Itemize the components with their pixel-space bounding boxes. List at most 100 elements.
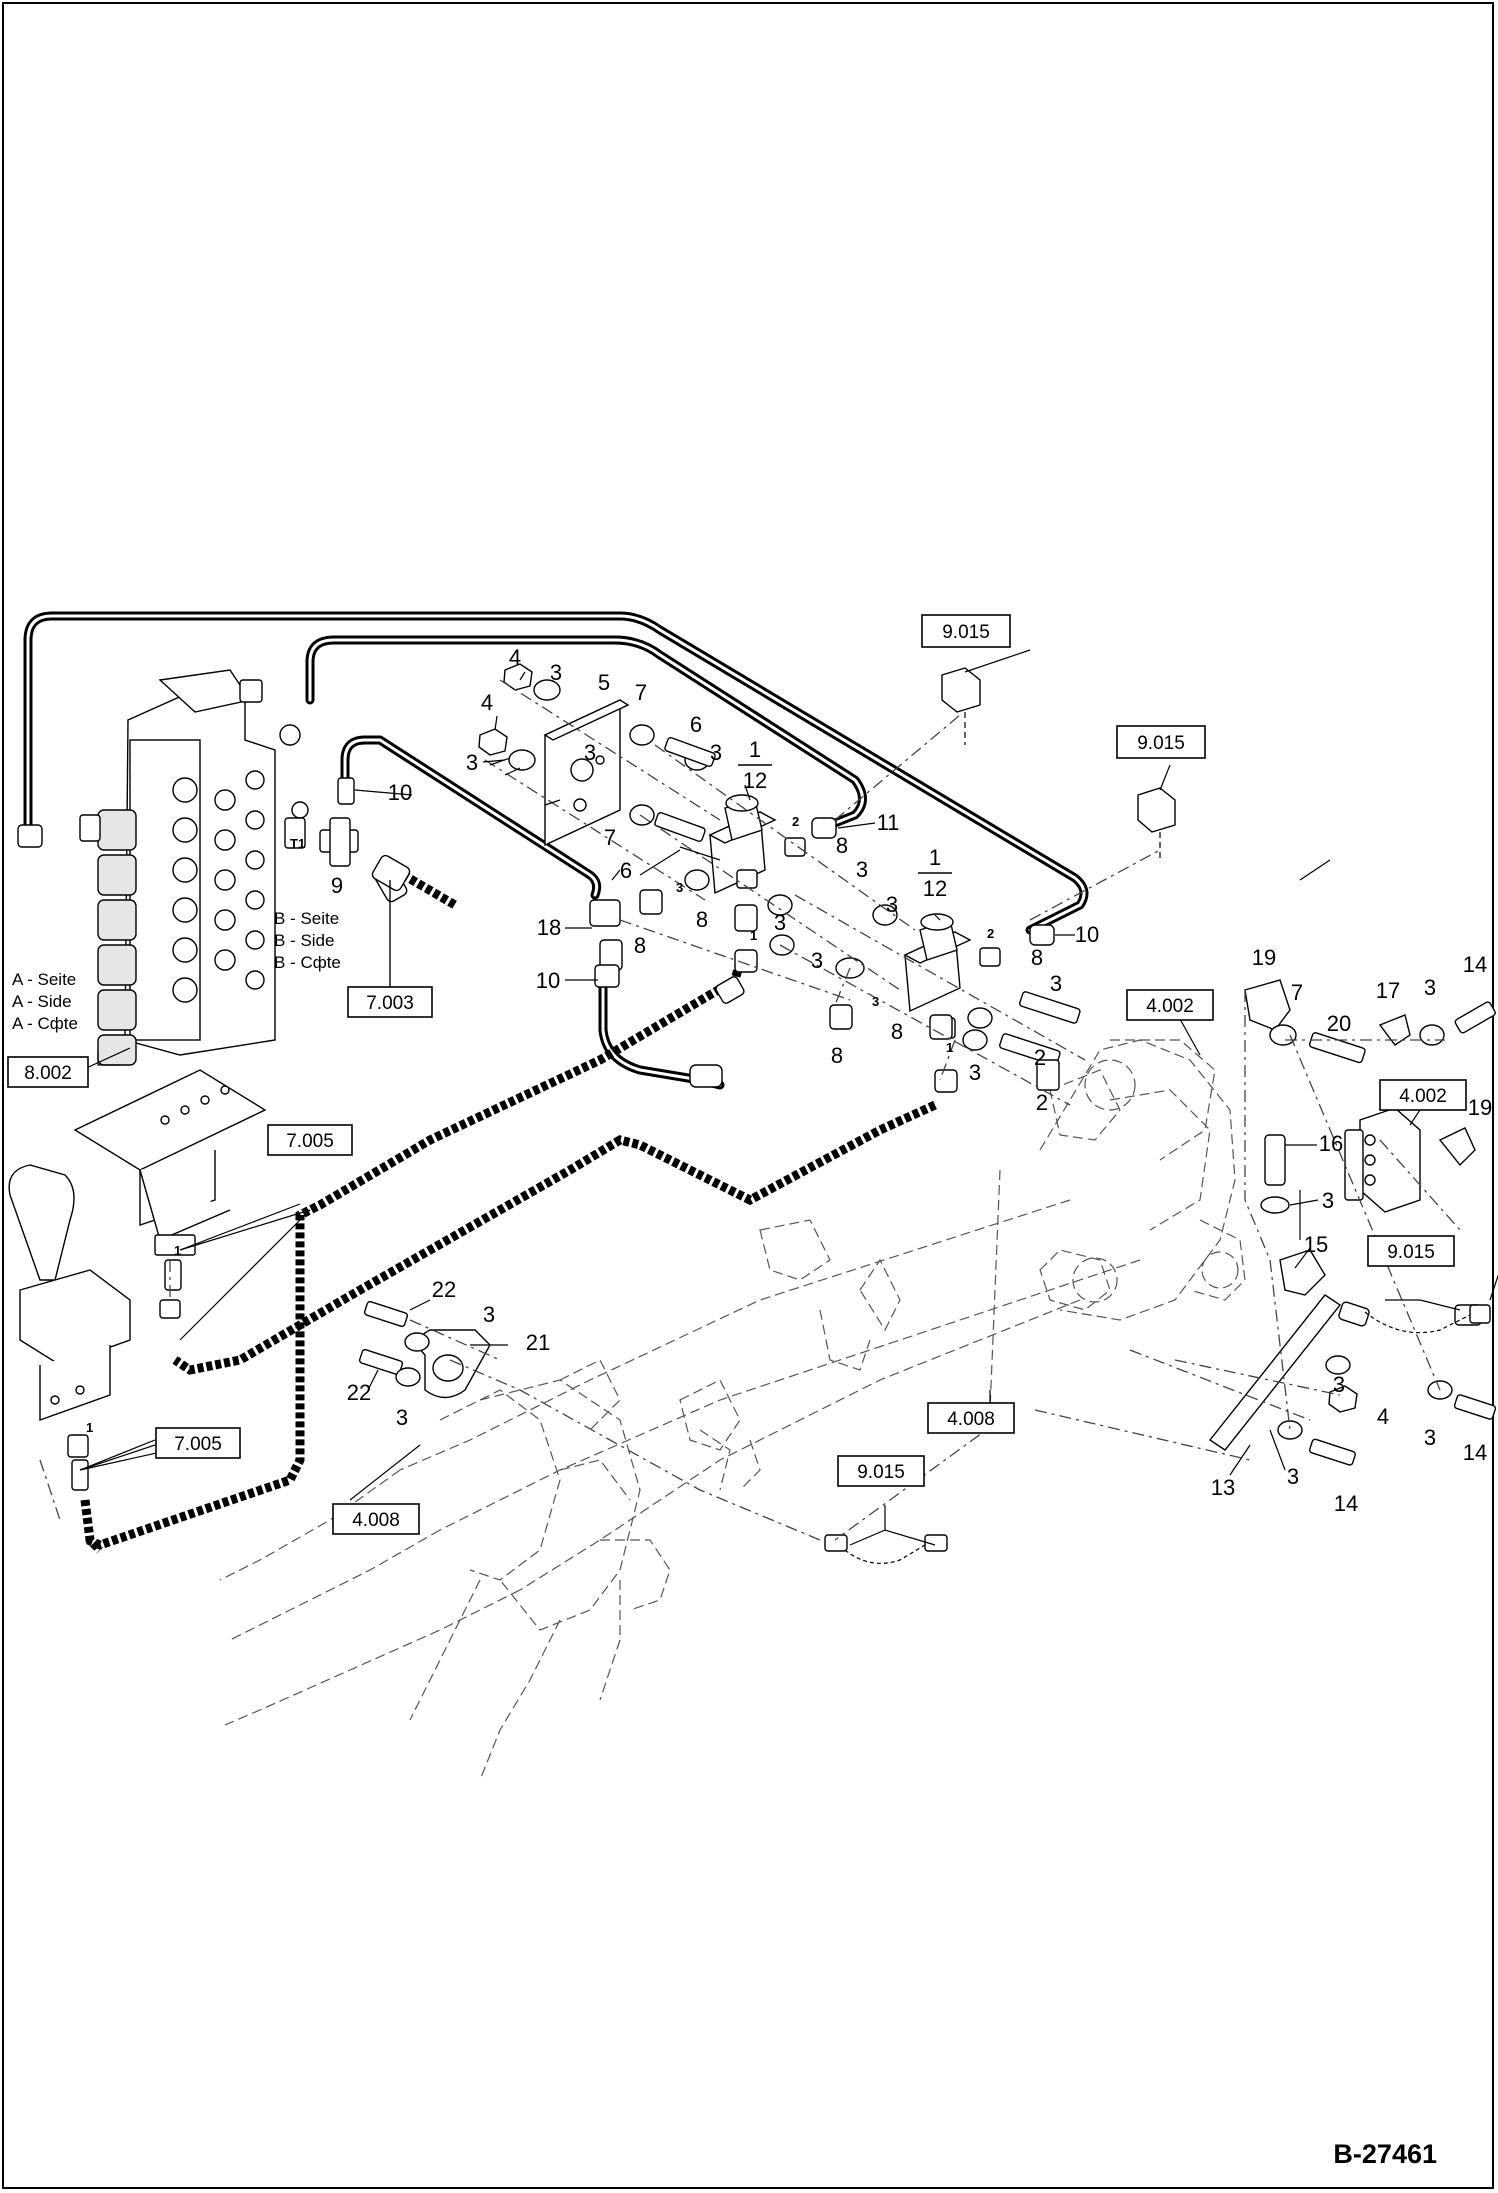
ref-box-7003: 7.003 (347, 986, 433, 1018)
svg-text:3: 3 (856, 857, 868, 882)
svg-text:7.005: 7.005 (286, 1131, 334, 1152)
svg-text:14: 14 (1334, 1491, 1358, 1516)
foot-pedal (73, 1069, 267, 1291)
svg-text:9: 9 (331, 873, 343, 898)
ref-box-4008-mid: 4.008 (927, 1402, 1015, 1434)
ref-box-9015-mid: 9.015 (1116, 725, 1206, 759)
item-callouts: 1 12 1 12 2 2 3 3 3 3 3 3 3 3 3 3 3 3 3 … (331, 645, 1492, 1516)
hose-end-7003 (371, 854, 411, 990)
svg-text:2: 2 (792, 814, 799, 829)
svg-text:8: 8 (836, 833, 848, 858)
svg-text:1: 1 (86, 1420, 93, 1435)
boom-outline (219, 1039, 1246, 1781)
svg-text:4: 4 (481, 690, 493, 715)
svg-text:1: 1 (946, 1040, 953, 1055)
ref-box-9015-bottom: 9.015 (837, 1455, 925, 1487)
svg-text:8: 8 (634, 933, 646, 958)
svg-text:3: 3 (466, 750, 478, 775)
svg-text:3: 3 (550, 660, 562, 685)
svg-text:7.003: 7.003 (366, 993, 414, 1014)
svg-text:8: 8 (831, 1043, 843, 1068)
plate-hardware (478, 663, 716, 891)
svg-text:4.008: 4.008 (947, 1409, 995, 1430)
svg-text:16: 16 (1319, 1131, 1343, 1156)
ref-box-8002: 8.002 (7, 1056, 89, 1088)
svg-text:17: 17 (1376, 978, 1400, 1003)
svg-text:4.002: 4.002 (1399, 1086, 1447, 1107)
ref-box-7005-upper: 7.005 (267, 1124, 353, 1156)
svg-text:20: 20 (1327, 1011, 1351, 1036)
svg-text:3: 3 (1050, 971, 1062, 996)
svg-text:1: 1 (174, 1243, 181, 1258)
ref-box-9015-top: 9.015 (921, 614, 1011, 648)
svg-text:A - Cфte: A - Cфte (12, 1014, 78, 1033)
svg-text:22: 22 (432, 1277, 456, 1302)
svg-text:13: 13 (1211, 1475, 1235, 1500)
side-legend: A - Seite A - Side A - Cфte B - Seite B … (12, 909, 341, 1033)
svg-text:3: 3 (584, 740, 596, 765)
ref-box-7005-lower: 7.005 (155, 1427, 241, 1459)
svg-text:7: 7 (1291, 980, 1303, 1005)
svg-text:6: 6 (690, 712, 702, 737)
svg-text:4.002: 4.002 (1146, 996, 1194, 1017)
svg-text:14: 14 (1463, 952, 1487, 977)
svg-text:12: 12 (923, 876, 947, 901)
svg-text:9.015: 9.015 (1137, 733, 1185, 754)
solenoid-plugs (824, 667, 1491, 1564)
svg-text:11: 11 (877, 810, 900, 835)
assembly-lines (39, 679, 1461, 1541)
svg-text:9.015: 9.015 (857, 1462, 905, 1483)
ref-box-4008-left: 4.008 (332, 1503, 420, 1535)
hydraulic-hoses (23, 611, 1089, 1090)
svg-text:3: 3 (396, 1405, 408, 1430)
right-brackets (1244, 979, 1496, 1327)
svg-text:3: 3 (1424, 1425, 1436, 1450)
svg-text:7.005: 7.005 (174, 1434, 222, 1455)
svg-text:6: 6 (620, 858, 632, 883)
ref-box-9015-right: 9.015 (1367, 1235, 1455, 1267)
control-valve-block (17, 669, 309, 1066)
svg-text:9.015: 9.015 (942, 622, 990, 643)
svg-text:12: 12 (743, 768, 767, 793)
solenoid-valve-upper (708, 794, 837, 895)
callout-leaders (354, 671, 1319, 1476)
ref-box-4002-upper: 4.002 (1126, 989, 1214, 1021)
svg-text:2: 2 (1034, 1045, 1046, 1070)
svg-text:3: 3 (676, 880, 683, 895)
svg-text:A - Seite: A - Seite (12, 970, 76, 989)
svg-text:5: 5 (598, 670, 610, 695)
svg-text:19: 19 (1468, 1095, 1492, 1120)
svg-text:19: 19 (1252, 945, 1276, 970)
svg-text:7: 7 (635, 680, 647, 705)
svg-text:T1: T1 (290, 836, 305, 851)
svg-text:1: 1 (749, 737, 761, 762)
svg-text:7: 7 (604, 825, 616, 850)
solenoid-valve-lower (903, 913, 1055, 1039)
svg-text:21: 21 (526, 1330, 550, 1355)
svg-text:3: 3 (886, 892, 898, 917)
svg-text:3: 3 (811, 948, 823, 973)
valve-fittings (589, 889, 958, 1093)
svg-text:10: 10 (1075, 922, 1099, 947)
port-labels: T1 2 2 3 3 1 1 1 1 (86, 814, 994, 1435)
lower-valve-hardware (767, 894, 1081, 1091)
svg-text:8.002: 8.002 (24, 1063, 72, 1084)
svg-text:3: 3 (1322, 1188, 1334, 1213)
svg-text:A - Side: A - Side (12, 992, 72, 1011)
svg-text:8: 8 (1031, 945, 1043, 970)
drawing-number: B-27461 (1333, 2139, 1437, 2169)
svg-text:14: 14 (1463, 1440, 1487, 1465)
mounting-plate (543, 698, 630, 847)
svg-text:B - Seite: B - Seite (274, 909, 339, 928)
svg-text:3: 3 (872, 994, 879, 1009)
svg-text:1: 1 (750, 928, 757, 943)
svg-text:3: 3 (1287, 1464, 1299, 1489)
svg-text:4.008: 4.008 (352, 1510, 400, 1531)
svg-text:2: 2 (987, 926, 994, 941)
svg-text:4: 4 (1377, 1404, 1389, 1429)
svg-text:10: 10 (388, 780, 412, 805)
svg-text:3: 3 (969, 1060, 981, 1085)
svg-text:4: 4 (509, 645, 521, 670)
svg-text:8: 8 (696, 907, 708, 932)
